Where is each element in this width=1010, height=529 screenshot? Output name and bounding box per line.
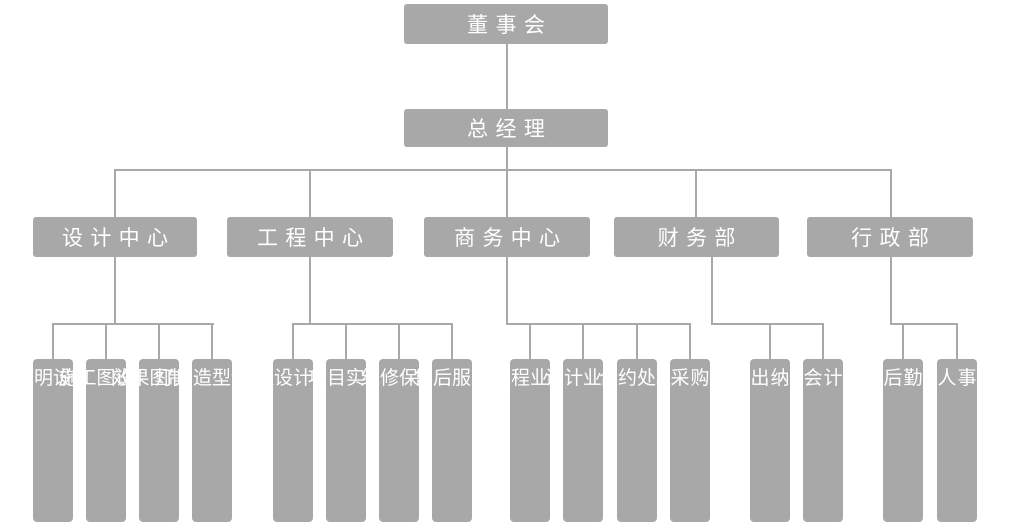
connector-admin-c1: [902, 323, 904, 359]
unit-design-business: 设计业务: [545, 359, 621, 522]
unit-lamp-styling-design: 灯具造型设计: [155, 359, 269, 522]
dept-business-center: 商务中心: [424, 217, 590, 257]
connector-gm-stem: [506, 147, 508, 217]
unit-contract-processing: 合约处理: [599, 359, 675, 522]
connector-root-gm: [506, 44, 508, 110]
unit-rendering-production: 效果图制作: [111, 359, 207, 522]
connector-business-c1: [529, 323, 531, 359]
connector-finance-bus: [711, 323, 824, 325]
unit-after-sales-service: 售后服务: [414, 359, 490, 522]
org-box-general-manager: 总经理: [404, 109, 608, 147]
unit-procurement: 采购: [670, 359, 710, 522]
connector-engineering-c4: [451, 323, 453, 359]
connector-engineering-c1: [292, 323, 294, 359]
connector-finance-stem: [711, 257, 713, 325]
connector-design-bus: [52, 323, 214, 325]
unit-construction-drawing-design: 施工图设计: [58, 359, 154, 522]
org-box-board: 董事会: [404, 4, 608, 44]
unit-engineering-business: 工程业务: [492, 359, 568, 522]
connector-engineering-bus: [292, 323, 453, 325]
connector-design-stem: [114, 257, 116, 325]
unit-logistics: 后勤: [883, 359, 923, 522]
connector-engineering-c2: [345, 323, 347, 359]
connector-engineering-stem: [309, 257, 311, 325]
connector-engineering-c3: [398, 323, 400, 359]
dept-finance: 财务部: [614, 217, 779, 257]
unit-accounting: 会计: [803, 359, 843, 522]
connector-design-c2: [105, 323, 107, 359]
unit-hr: 人事: [937, 359, 977, 522]
dept-admin: 行政部: [807, 217, 973, 257]
connector-drop-admin: [890, 169, 892, 217]
connector-finance-c2: [822, 323, 824, 359]
connector-drop-design: [114, 169, 116, 217]
connector-business-c4: [689, 323, 691, 359]
connector-design-c4: [211, 323, 213, 359]
connector-business-c2: [582, 323, 584, 359]
connector-dept-bus: [114, 169, 892, 171]
unit-project-implementation: 项目实施: [308, 359, 384, 522]
dept-design-center: 设计中心: [33, 217, 197, 257]
connector-business-c3: [636, 323, 638, 359]
connector-finance-c1: [769, 323, 771, 359]
unit-cashier: 出纳: [750, 359, 790, 522]
connector-design-c3: [158, 323, 160, 359]
connector-drop-engineering: [309, 169, 311, 217]
unit-lighting-design: 照明设计: [15, 359, 91, 522]
connector-design-c1: [52, 323, 54, 359]
connector-business-bus: [506, 323, 691, 325]
dept-engineering-center: 工程中心: [227, 217, 393, 257]
connector-business-stem: [506, 257, 508, 325]
connector-admin-stem: [890, 257, 892, 325]
connector-admin-c2: [956, 323, 958, 359]
connector-admin-bus: [890, 323, 958, 325]
connector-drop-finance: [695, 169, 697, 217]
unit-maintenance: 维修保养: [361, 359, 437, 522]
